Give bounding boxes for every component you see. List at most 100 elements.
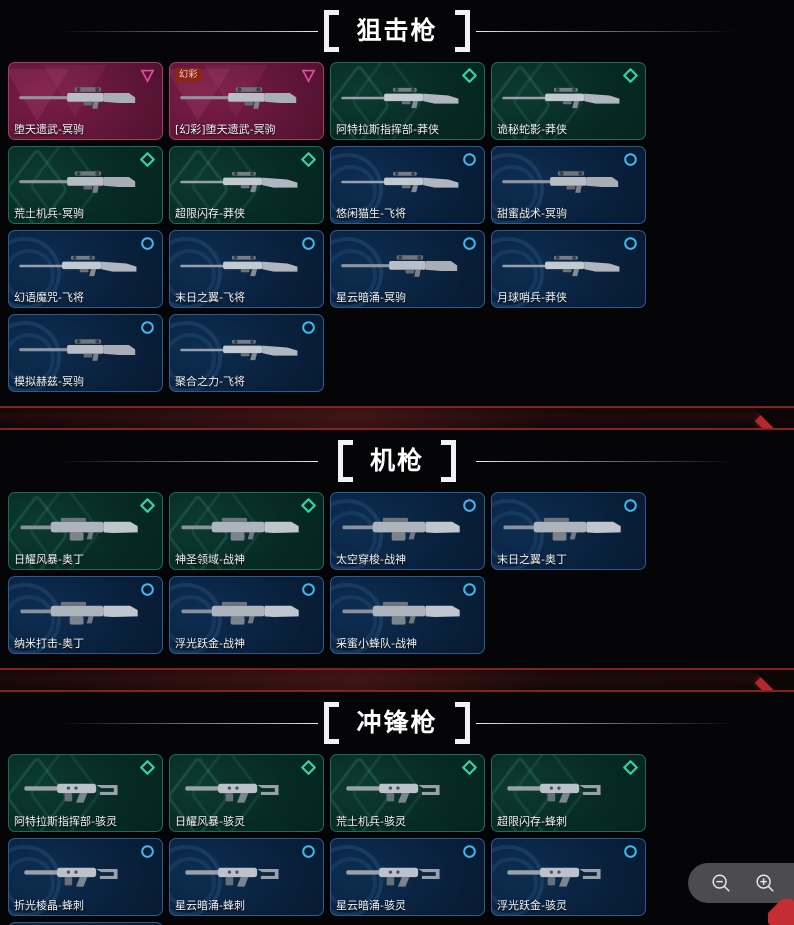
rarity-green-icon xyxy=(462,68,477,83)
rarity-blue-icon xyxy=(462,844,477,859)
weapon-name: 聚合之力-飞将 xyxy=(175,375,245,388)
weapon-name: 折光棱晶-蜂刺 xyxy=(14,899,84,912)
corner-accent xyxy=(768,899,794,925)
weapon-card[interactable]: 堕天遗武-冥驹 xyxy=(8,62,163,140)
weapon-card[interactable]: 太空穿梭-战神 xyxy=(330,492,485,570)
weapon-name: 末日之翼-奥丁 xyxy=(497,553,567,566)
weapon-image xyxy=(18,163,144,201)
rarity-blue-icon xyxy=(140,320,155,335)
weapon-card[interactable]: 浮光跃金-骇灵 xyxy=(491,838,646,916)
weapon-name: 模拟赫兹-冥驹 xyxy=(14,375,84,388)
weapon-card[interactable]: 幻语魔咒-飞将 xyxy=(8,230,163,308)
weapon-grid-sniper: 堕天遗武-冥驹 幻彩[幻彩]堕天遗武-冥驹阿特拉斯指挥部-莽侠诡秘蛇影-莽侠荒土机… xyxy=(0,62,794,406)
rarity-blue-icon xyxy=(462,152,477,167)
weapon-name: 星云暗涌-骇灵 xyxy=(336,899,406,912)
weapon-card[interactable]: 折光棱晶-蜂刺 xyxy=(8,838,163,916)
section-title: 冲锋枪 xyxy=(356,708,438,737)
weapon-card[interactable]: 日耀风暴-奥丁 xyxy=(8,492,163,570)
weapon-image xyxy=(340,247,466,285)
weapon-name: 日耀风暴-骇灵 xyxy=(175,815,245,828)
weapon-card[interactable]: 阿特拉斯指挥部-骇灵 xyxy=(8,754,163,832)
weapon-image xyxy=(501,771,627,809)
corner-bracket-icon xyxy=(324,702,340,725)
corner-bracket-icon xyxy=(454,10,470,33)
magnifier-plus-icon[interactable] xyxy=(754,872,776,894)
rarity-blue-icon xyxy=(623,236,638,251)
weapon-image xyxy=(18,593,144,631)
weapon-image xyxy=(340,163,466,201)
corner-bracket-icon xyxy=(324,10,340,33)
weapon-card[interactable]: 甜蜜战术-冥驹 xyxy=(491,146,646,224)
rarity-blue-icon xyxy=(301,236,316,251)
weapon-image xyxy=(18,247,144,285)
corner-bracket-icon xyxy=(441,440,456,463)
weapon-card[interactable]: 荒土机兵-骇灵 xyxy=(330,754,485,832)
weapon-card[interactable]: 悠闲猫生-飞将 xyxy=(330,146,485,224)
weapon-name: 浮光跃金-战神 xyxy=(175,637,245,650)
section-title: 机枪 xyxy=(369,446,424,475)
weapon-card[interactable]: 末日之翼-飞将 xyxy=(169,230,324,308)
rarity-green-icon xyxy=(623,760,638,775)
weapon-card[interactable]: 星云暗涌-骇灵 xyxy=(330,838,485,916)
weapon-image xyxy=(179,163,305,201)
weapon-name: 末日之翼-飞将 xyxy=(175,291,245,304)
weapon-card[interactable]: 纳米打击-奥丁 xyxy=(8,576,163,654)
weapon-name: 堕天遗武-冥驹 xyxy=(14,123,84,136)
weapon-card[interactable]: 超限闪存-蜂刺 xyxy=(491,754,646,832)
section-header-machinegun: 机枪 xyxy=(0,430,794,492)
weapon-card[interactable]: 星云暗涌-冥驹 xyxy=(330,230,485,308)
weapon-card[interactable]: 幻彩[幻彩]堕天遗武-冥驹 xyxy=(169,62,324,140)
section-title-frame: 狙击枪 xyxy=(322,10,471,52)
weapon-image xyxy=(18,79,144,117)
section-header-sniper: 狙击枪 xyxy=(0,0,794,62)
rarity-green-icon xyxy=(301,152,316,167)
weapon-card[interactable]: 月球哨兵-莽侠 xyxy=(491,230,646,308)
weapon-name: 日耀风暴-奥丁 xyxy=(14,553,84,566)
weapon-image xyxy=(501,79,627,117)
weapon-image xyxy=(340,79,466,117)
weapon-card[interactable]: 采蜜小蜂队-战神 xyxy=(330,576,485,654)
weapon-name: 浮光跃金-骇灵 xyxy=(497,899,567,912)
header-rule-left xyxy=(58,31,318,32)
weapon-image xyxy=(179,855,305,893)
weapon-name: 太空穿梭-战神 xyxy=(336,553,406,566)
header-rule-left xyxy=(58,723,318,724)
weapon-card[interactable]: 神圣领域-战神 xyxy=(169,492,324,570)
section-divider xyxy=(0,407,794,429)
weapon-name: 神圣领域-战神 xyxy=(175,553,245,566)
weapon-name: 甜蜜战术-冥驹 xyxy=(497,207,567,220)
weapon-image xyxy=(340,509,466,547)
weapon-card[interactable]: 末日之翼-奥丁 xyxy=(491,492,646,570)
zoom-control[interactable] xyxy=(688,863,794,903)
weapon-card[interactable]: 诡秘蛇影-莽侠 xyxy=(491,62,646,140)
magnifier-minus-icon[interactable] xyxy=(710,872,732,894)
weapon-name: 月球哨兵-莽侠 xyxy=(497,291,567,304)
rarity-green-icon xyxy=(623,68,638,83)
section-divider xyxy=(0,669,794,691)
special-tag-badge: 幻彩 xyxy=(175,68,203,82)
weapon-card[interactable]: 浮光跃金-战神 xyxy=(169,576,324,654)
weapon-card[interactable]: 超限闪存-莽侠 xyxy=(169,146,324,224)
weapon-image xyxy=(18,331,144,369)
rarity-green-icon xyxy=(301,498,316,513)
weapon-card[interactable]: 日耀风暴-骇灵 xyxy=(169,754,324,832)
weapon-image xyxy=(179,593,305,631)
rarity-blue-icon xyxy=(623,844,638,859)
weapon-name: 荒土机兵-冥驹 xyxy=(14,207,84,220)
rarity-pink-icon xyxy=(301,68,316,83)
weapon-image xyxy=(501,855,627,893)
weapon-image xyxy=(340,771,466,809)
corner-bracket-icon xyxy=(324,29,340,52)
weapon-card[interactable]: 荒土机兵-冥驹 xyxy=(8,146,163,224)
rarity-blue-icon xyxy=(140,236,155,251)
weapon-card[interactable]: 聚合之力-飞将 xyxy=(169,314,324,392)
corner-bracket-icon xyxy=(454,29,470,52)
weapon-card[interactable]: 模拟赫兹-冥驹 xyxy=(8,314,163,392)
weapon-card[interactable]: 星云暗涌-蜂刺 xyxy=(169,838,324,916)
rarity-green-icon xyxy=(301,760,316,775)
corner-bracket-icon xyxy=(337,440,353,463)
weapon-name: 超限闪存-蜂刺 xyxy=(497,815,567,828)
weapon-card[interactable]: 阿特拉斯指挥部-莽侠 xyxy=(330,62,485,140)
weapon-grid-smg: 阿特拉斯指挥部-骇灵日耀风暴-骇灵 荒土机兵-骇灵超限闪存-蜂刺折光棱晶-蜂刺 星云… xyxy=(0,754,794,925)
